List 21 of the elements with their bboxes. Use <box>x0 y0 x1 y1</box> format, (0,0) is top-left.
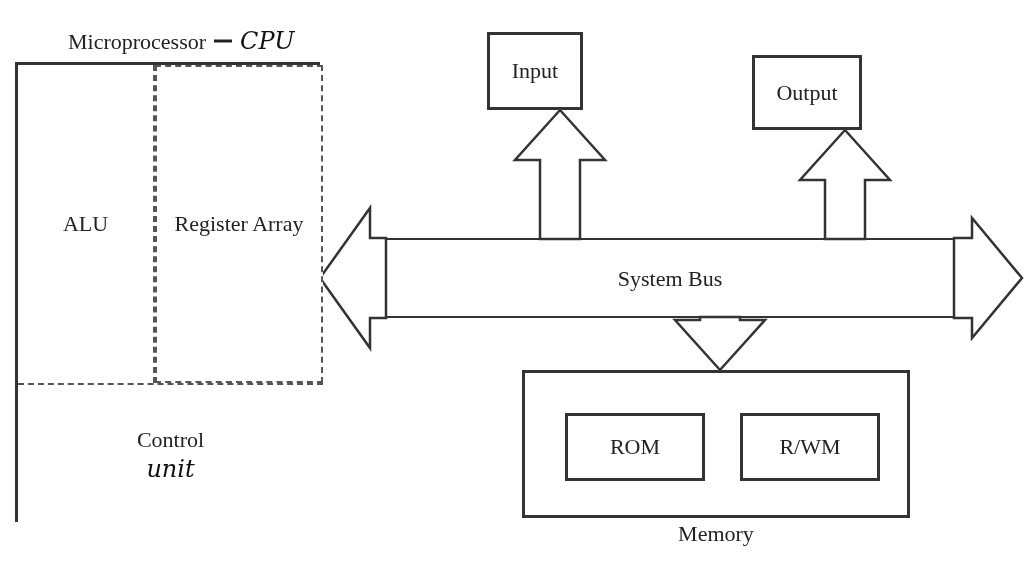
box-label: Register Array <box>174 210 304 238</box>
box-heading: Microprocessor <box>68 27 207 56</box>
handwritten-note: unit <box>146 453 195 484</box>
box-label: Output <box>776 78 838 107</box>
component-box <box>740 413 880 481</box>
component-box <box>752 55 862 130</box>
box-label: ALU <box>62 210 109 238</box>
component-box <box>155 65 323 383</box>
component-box <box>487 32 583 110</box>
bus-arrow <box>672 315 768 372</box>
box-label: Control <box>136 426 205 454</box>
handwritten-note: CPU <box>240 26 295 57</box>
component-box <box>565 413 705 481</box>
bus-arrow <box>952 214 1024 342</box>
box-label: R/WM <box>779 433 841 461</box>
box-label: Input <box>511 57 559 85</box>
box-heading: Memory <box>678 520 754 548</box>
box-label: ROM <box>609 433 661 461</box>
bus-arrow <box>512 108 608 241</box>
system-bus-band <box>385 238 955 318</box>
bus-arrow <box>797 128 893 241</box>
